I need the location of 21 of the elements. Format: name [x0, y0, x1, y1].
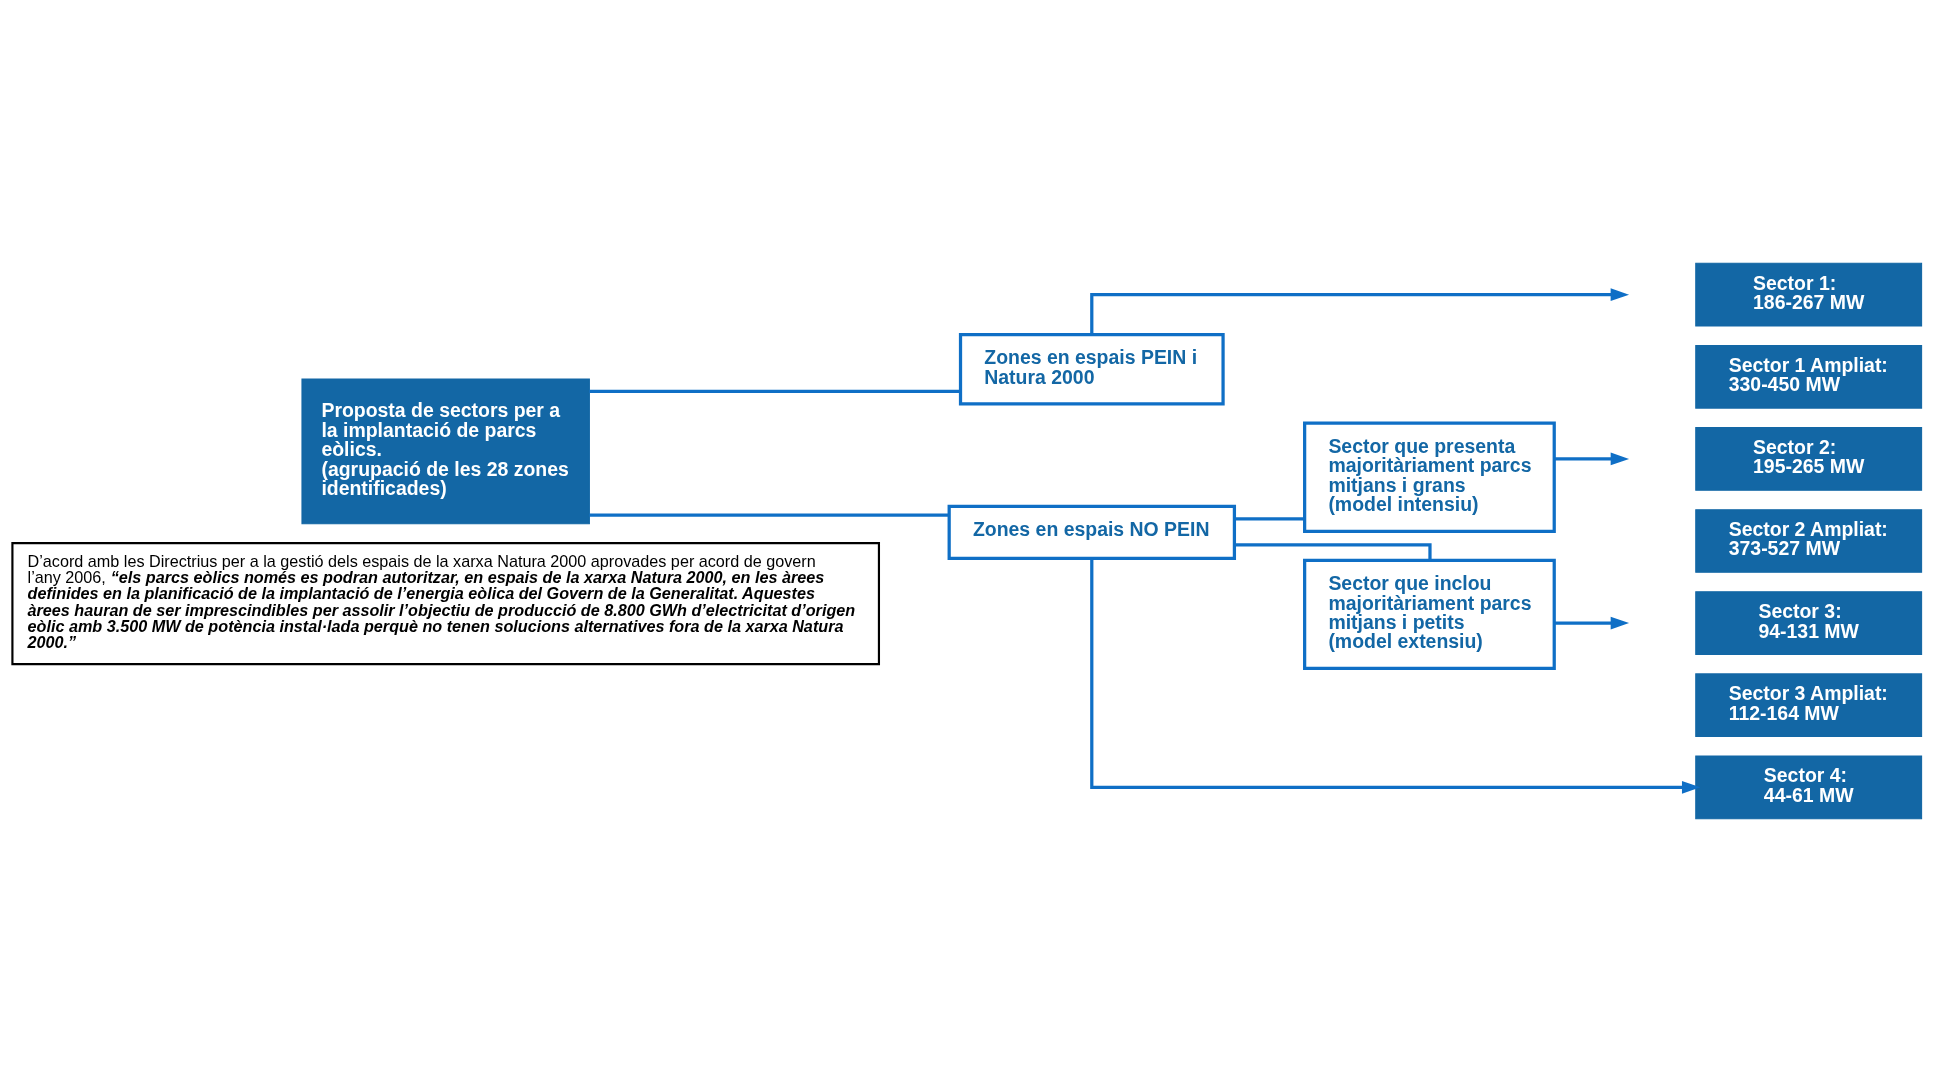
- connector: [1234, 542, 1432, 560]
- connector: [1234, 516, 1305, 520]
- node-box: Proposta de sectors per a la implantació de parcs eòlics. (agrupació de les 28 zones identificades): [301, 377, 590, 524]
- arrow: [1090, 558, 1701, 794]
- node-box: Sector 3 Ampliat: 112-164 MW: [1695, 672, 1923, 737]
- node-box: Sector 3: 94-131 MW: [1695, 590, 1923, 655]
- node-box: Sector 1: 186-267 MW: [1695, 262, 1923, 327]
- node-box: Sector 1 Ampliat: 330-450 MW: [1695, 344, 1923, 409]
- arrow: [1554, 451, 1630, 465]
- arrow: [1554, 616, 1630, 630]
- node-box: Zones en espais PEIN i Natura 2000: [958, 332, 1225, 405]
- node-box: Sector 2: 195-265 MW: [1695, 426, 1923, 491]
- node-box: Zones en espais NO PEIN: [947, 504, 1237, 560]
- node-box: Sector que presenta majoritàriament parcs mitjans i grans (model intensiu): [1303, 421, 1556, 533]
- node-box: D’acord amb les Directrius per a la gestió dels espais de la xarxa Natura 2000 aprovades per acord de govern l’any 2006, “els parcs eòlics només es podran autoritzar, en espais de la xarxa Natura 2000, en les àrees definides en la planificació de la implantació de l’energia eòlica del Govern de la Generalitat. Aquestes àrees hauran de ser imprescindibles per assolir l’objectiu de producció de 8.800 GWh d’electricitat d’origen eòlic amb 3.500 MW de potència instal·lada perquè no tenen solucions alternatives fora de la xarxa Natura 2000.”: [11, 541, 881, 665]
- arrow: [1090, 287, 1630, 335]
- node-box: Sector que inclou majoritàriament parcs mitjans i petits (model extensiu): [1303, 558, 1556, 670]
- connector: [589, 389, 961, 393]
- node-box: Sector 4: 44-61 MW: [1695, 754, 1923, 819]
- node-box: Sector 2 Ampliat: 373-527 MW: [1695, 508, 1923, 573]
- connector: [589, 512, 949, 517]
